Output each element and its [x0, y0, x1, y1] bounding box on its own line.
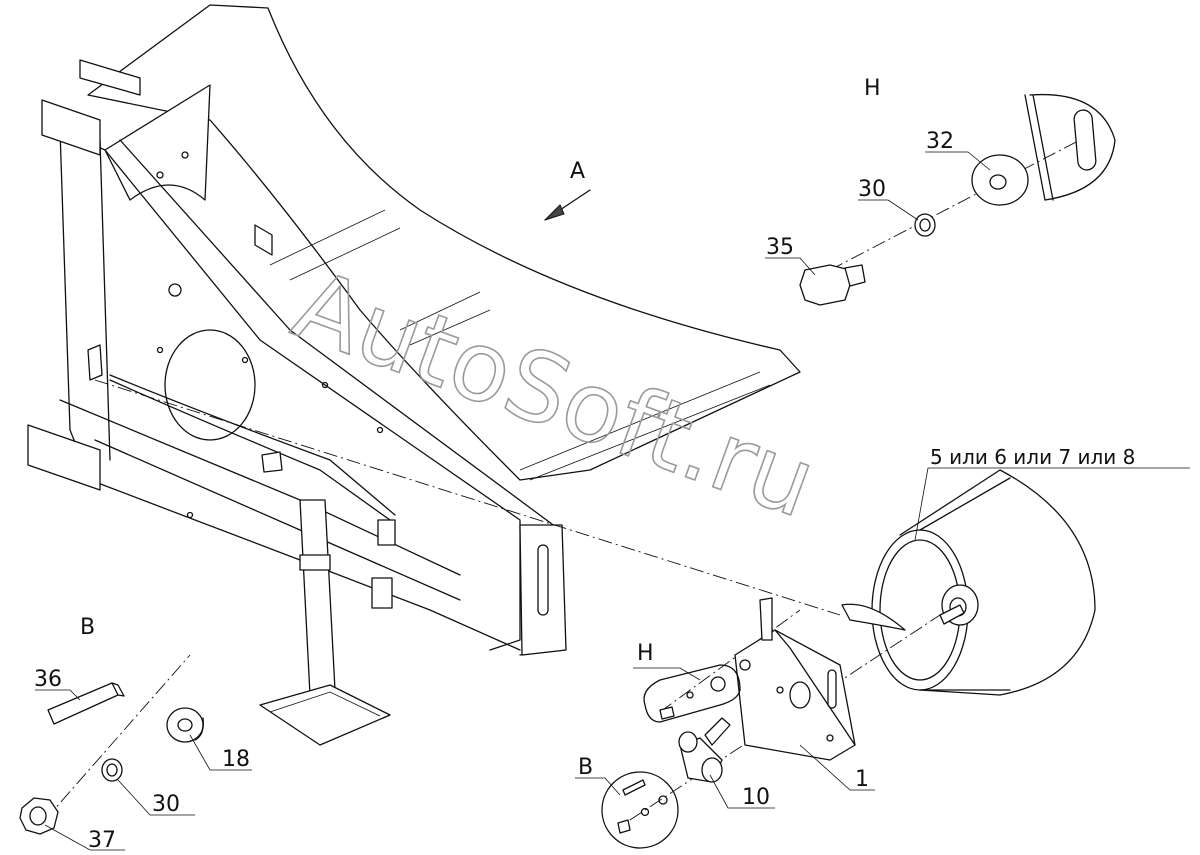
detail-h-plate [643, 664, 741, 723]
hopper-chute [87, 4, 801, 481]
label-view-h-top: H [864, 76, 881, 101]
bracket-1 [734, 597, 856, 761]
label-view-b-part: B [578, 755, 593, 780]
label-part-1: 1 [855, 767, 869, 792]
label-view-a: A [570, 159, 585, 184]
label-part-30-bottom: 30 [152, 792, 180, 817]
wheel-assembly [841, 469, 1096, 696]
view-arrow-a [544, 189, 591, 221]
label-part-32: 32 [926, 129, 954, 154]
detail-h [799, 93, 1116, 306]
frame-assembly [27, 59, 567, 746]
label-view-b-left: B [80, 615, 95, 640]
label-part-wheel: 5 или 6 или 7 или 8 [930, 445, 1135, 469]
leader-lines [35, 151, 1190, 851]
detail-b-parts [19, 654, 204, 835]
label-part-37: 37 [88, 828, 116, 853]
label-part-30-top: 30 [858, 177, 886, 202]
label-part-35: 35 [766, 235, 794, 260]
detail-b [601, 771, 679, 849]
label-view-h-part: H [637, 641, 654, 666]
label-part-18: 18 [222, 747, 250, 772]
label-part-10: 10 [742, 785, 770, 810]
part-10 [678, 717, 731, 783]
label-part-36: 36 [34, 667, 62, 692]
